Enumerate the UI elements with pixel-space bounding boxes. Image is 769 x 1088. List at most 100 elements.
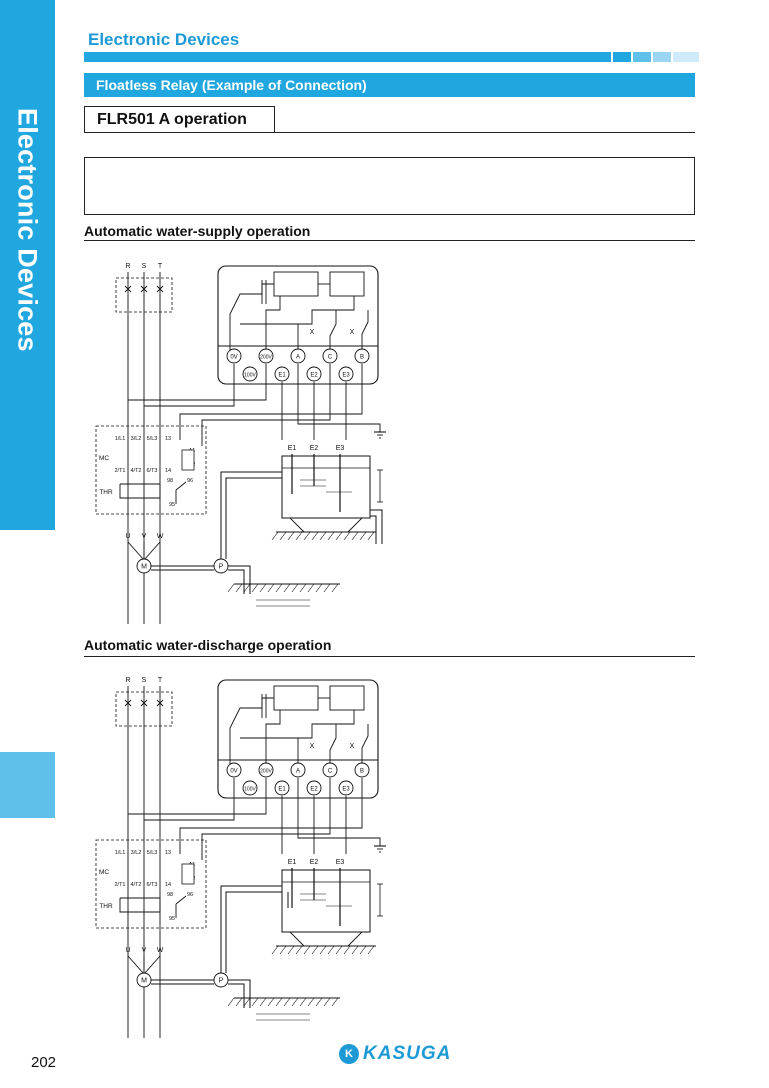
wire bbox=[201, 778, 331, 860]
wire bbox=[335, 531, 343, 541]
relay-terminal bbox=[306, 366, 322, 382]
diagram-label: T bbox=[158, 677, 163, 684]
diagram-label: 13 bbox=[165, 850, 171, 856]
diagram-label: 200V bbox=[260, 354, 272, 360]
diagram-label: 14 bbox=[165, 882, 171, 888]
diagram-label: B bbox=[360, 354, 364, 360]
wire bbox=[331, 997, 339, 1007]
wire bbox=[271, 945, 279, 955]
wire bbox=[225, 477, 288, 559]
wire bbox=[370, 515, 377, 544]
diagram-label: E1 bbox=[288, 445, 297, 452]
wire bbox=[119, 897, 161, 913]
wire bbox=[179, 364, 363, 440]
diagram-label: U bbox=[125, 533, 130, 540]
diagram-label: 4/T2 bbox=[130, 468, 141, 474]
title-color-bar bbox=[84, 52, 699, 62]
diagram-label: 98 bbox=[167, 478, 173, 484]
wire bbox=[315, 997, 323, 1007]
wire bbox=[335, 945, 343, 955]
wire bbox=[359, 945, 367, 955]
diagram-label: 0V bbox=[230, 354, 237, 360]
wire bbox=[343, 945, 351, 955]
contactor-coil bbox=[181, 863, 195, 885]
relay-terminal bbox=[258, 348, 274, 364]
wire bbox=[275, 997, 283, 1007]
diagram-label: 1/L1 bbox=[115, 850, 126, 856]
relay-terminal bbox=[226, 348, 242, 364]
relay-terminal bbox=[274, 780, 290, 796]
wire bbox=[367, 945, 375, 955]
contactor-box bbox=[95, 839, 207, 929]
relay-terminal bbox=[258, 762, 274, 778]
wire bbox=[351, 531, 359, 541]
diagram-label: E3 bbox=[342, 786, 350, 792]
wire bbox=[235, 997, 243, 1007]
subtitle: Floatless Relay (Example of Connection) bbox=[96, 77, 367, 93]
diagram-label: 3/L2 bbox=[131, 436, 142, 442]
wire bbox=[307, 997, 315, 1007]
diagram-label: S bbox=[142, 677, 147, 684]
wire bbox=[295, 945, 303, 955]
wire bbox=[243, 583, 251, 593]
wire bbox=[323, 997, 331, 1007]
wire bbox=[370, 509, 383, 544]
diagram-label: THR bbox=[99, 903, 113, 910]
wire bbox=[143, 955, 161, 975]
relay-control-block bbox=[329, 271, 365, 297]
wire bbox=[291, 583, 299, 593]
divider bbox=[84, 240, 695, 241]
wire bbox=[175, 895, 187, 905]
wire bbox=[267, 583, 275, 593]
diagram-label: X bbox=[350, 329, 355, 336]
diagram-label: 98 bbox=[167, 892, 173, 898]
diagram-label: 2/T1 bbox=[114, 468, 125, 474]
relay-transformer-block bbox=[273, 271, 319, 297]
diagram-label: E3 bbox=[336, 859, 345, 866]
diagram-label: E1 bbox=[278, 372, 286, 378]
wire bbox=[315, 583, 323, 593]
relay-terminal bbox=[306, 780, 322, 796]
diagram-label: 2/T1 bbox=[114, 882, 125, 888]
tank-stand bbox=[288, 517, 364, 533]
wire bbox=[361, 724, 369, 766]
diagram-label: P bbox=[219, 977, 224, 984]
wire bbox=[228, 979, 251, 1008]
wire bbox=[359, 531, 367, 541]
diagram-label: 100V bbox=[244, 372, 256, 378]
diagram-label: R bbox=[125, 263, 130, 270]
wire bbox=[319, 531, 327, 541]
diagram-label: B bbox=[360, 768, 364, 774]
wire bbox=[119, 483, 161, 499]
diagram-label: 95 bbox=[169, 502, 175, 508]
wire bbox=[240, 710, 355, 739]
diagram-heading-discharge: Automatic water-discharge operation bbox=[84, 637, 332, 653]
diagram-label: V bbox=[142, 533, 147, 540]
wire bbox=[361, 310, 369, 352]
relay-terminal bbox=[322, 348, 338, 364]
wire bbox=[343, 531, 351, 541]
diagram-label: S bbox=[142, 263, 147, 270]
side-tab: Electronic Devices bbox=[0, 0, 55, 530]
wire bbox=[124, 699, 132, 707]
wire bbox=[267, 997, 275, 1007]
wire bbox=[279, 945, 287, 955]
diagram-label: M bbox=[141, 977, 147, 984]
relay-terminal bbox=[338, 366, 354, 382]
wire bbox=[251, 583, 259, 593]
wire bbox=[287, 531, 295, 541]
wire bbox=[229, 697, 274, 766]
wire bbox=[319, 945, 327, 955]
wire bbox=[287, 945, 295, 955]
diagram-label: V bbox=[142, 947, 147, 954]
wire bbox=[297, 778, 381, 846]
tank-stand bbox=[288, 931, 364, 947]
wire bbox=[144, 364, 235, 407]
wire bbox=[251, 997, 259, 1007]
diagram-label: E1 bbox=[278, 786, 286, 792]
wire bbox=[283, 997, 291, 1007]
wire bbox=[295, 531, 303, 541]
